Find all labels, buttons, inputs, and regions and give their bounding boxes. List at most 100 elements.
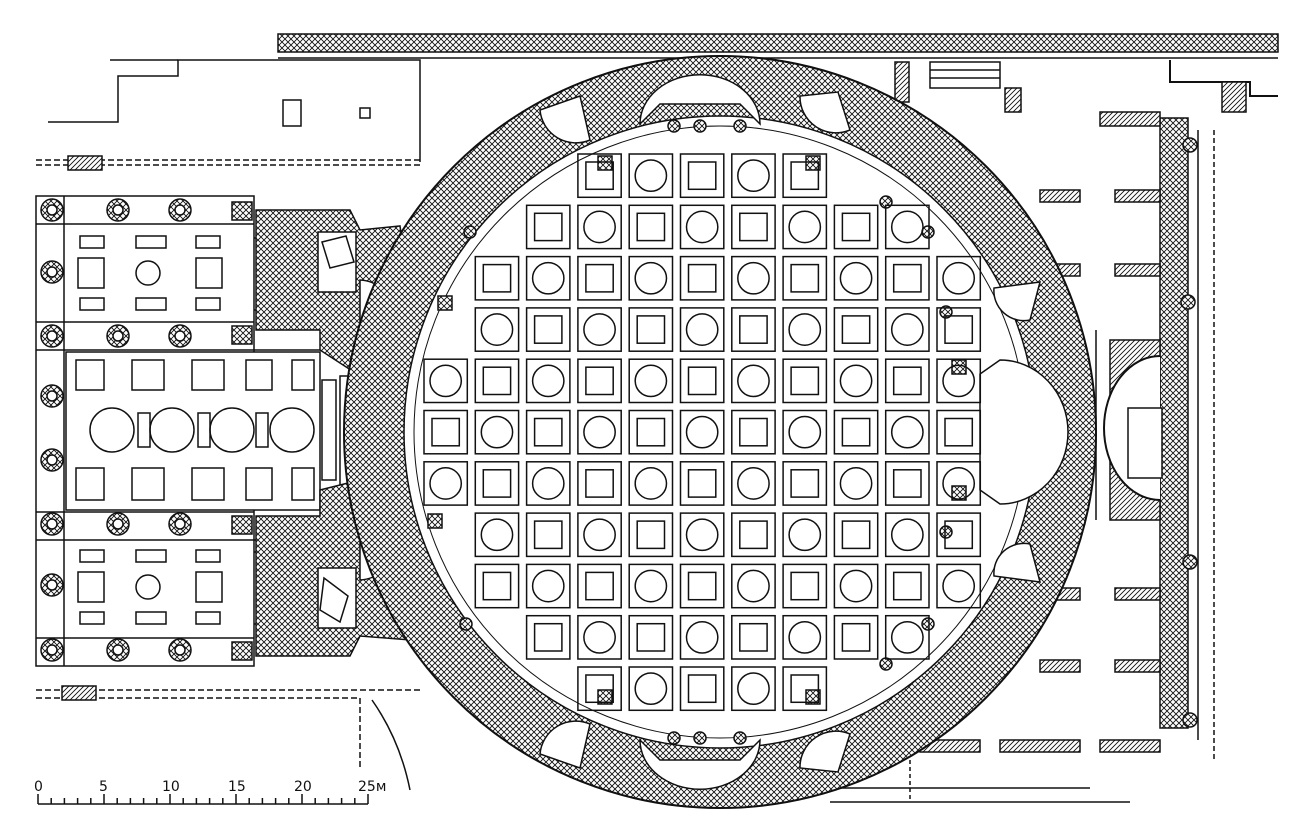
floor-panel [884,255,930,301]
floor-roundel [890,620,924,654]
floor-roundel [531,467,565,500]
floor-panel [679,666,725,712]
floor-roundel [531,364,565,398]
floor-square [739,212,768,242]
floor-square [636,520,666,550]
floor-panel [936,512,982,558]
floor-panel [782,255,828,301]
floor-panel [731,204,776,250]
floor-panel [628,512,674,558]
floor-roundel [942,364,976,398]
floor-square [533,315,563,344]
floor-square [944,417,974,447]
floor-panel [884,512,930,558]
floor-panel [833,255,879,301]
floor-square [790,571,820,601]
floor-square [892,366,922,396]
floor-panel [731,666,776,712]
floor-square [585,571,614,601]
floor-panel [884,358,930,404]
floor-square [482,263,512,293]
floor-panel [884,307,930,352]
floor-panel [782,358,828,404]
floor-grid [423,153,982,712]
floor-panel [628,614,674,660]
floor-square [892,571,922,601]
floor-roundel [634,364,668,398]
floor-square [585,674,614,704]
floor-roundel [685,210,719,244]
floor-roundel [531,569,565,603]
floor-panel [936,409,982,455]
floor-roundel [737,159,770,193]
floor-square [739,520,768,550]
floor-roundel [942,467,976,500]
floor-panel [833,614,879,660]
floor-square [687,571,717,601]
floor-square [944,315,974,344]
scale-bar: 0 5 10 15 20 25м [34,779,386,805]
floor-square [636,417,666,447]
floor-roundel [531,261,565,295]
floor-roundel [839,569,873,603]
floor-panel [474,307,520,352]
floor-panel [525,255,571,301]
floor-panel [525,358,571,404]
floor-square [636,315,666,344]
floor-square [482,571,512,601]
floor-panel [679,204,725,250]
surrounding-walls [277,33,1279,803]
floor-square [841,520,871,550]
floor-square [739,622,768,652]
floor-panel [525,461,571,506]
floor-square [687,469,717,498]
floor-roundel [839,364,873,398]
floor-panel [936,358,982,404]
floor-panel [577,409,622,455]
floor-panel [423,461,469,506]
floor-roundel [890,210,924,244]
floor-panel [679,614,725,660]
floor-panel [782,614,828,660]
floor-panel [731,358,776,404]
floor-square [790,161,820,191]
floor-roundel [429,467,463,500]
floor-square [482,469,512,498]
floor-panel [731,153,776,199]
floor-square [636,212,666,242]
portico-columns [40,198,253,662]
floor-roundel [890,313,924,346]
floor-panel [679,409,725,455]
floor-panel [731,307,776,352]
floor-panel [525,409,571,455]
floor-panel [525,307,571,352]
floor-panel [577,614,622,660]
floor-panel [782,204,828,250]
floor-roundel [634,672,668,706]
floor-panel [628,461,674,506]
scale-label-25: 25м [358,779,386,795]
floor-panel [731,563,776,609]
floor-panel [936,563,982,609]
floor-panel [423,409,469,455]
rotunda-niches [427,73,1069,791]
floor-panel [782,409,828,455]
floor-square [790,469,820,498]
floor-panel [679,461,725,506]
floor-square [790,366,820,396]
floor-square [482,366,512,396]
floor-panel [474,461,520,506]
floor-panel [833,512,879,558]
floor-panel [884,409,930,455]
floor-panel [525,614,571,660]
floor-panel [525,512,571,558]
floor-panel [782,153,828,199]
floor-roundel [685,620,719,654]
floor-panel [474,409,520,455]
floor-roundel [583,620,616,654]
floor-panel [628,666,674,712]
portico [35,59,421,791]
floor-roundel [480,518,514,552]
floor-square [585,263,614,293]
